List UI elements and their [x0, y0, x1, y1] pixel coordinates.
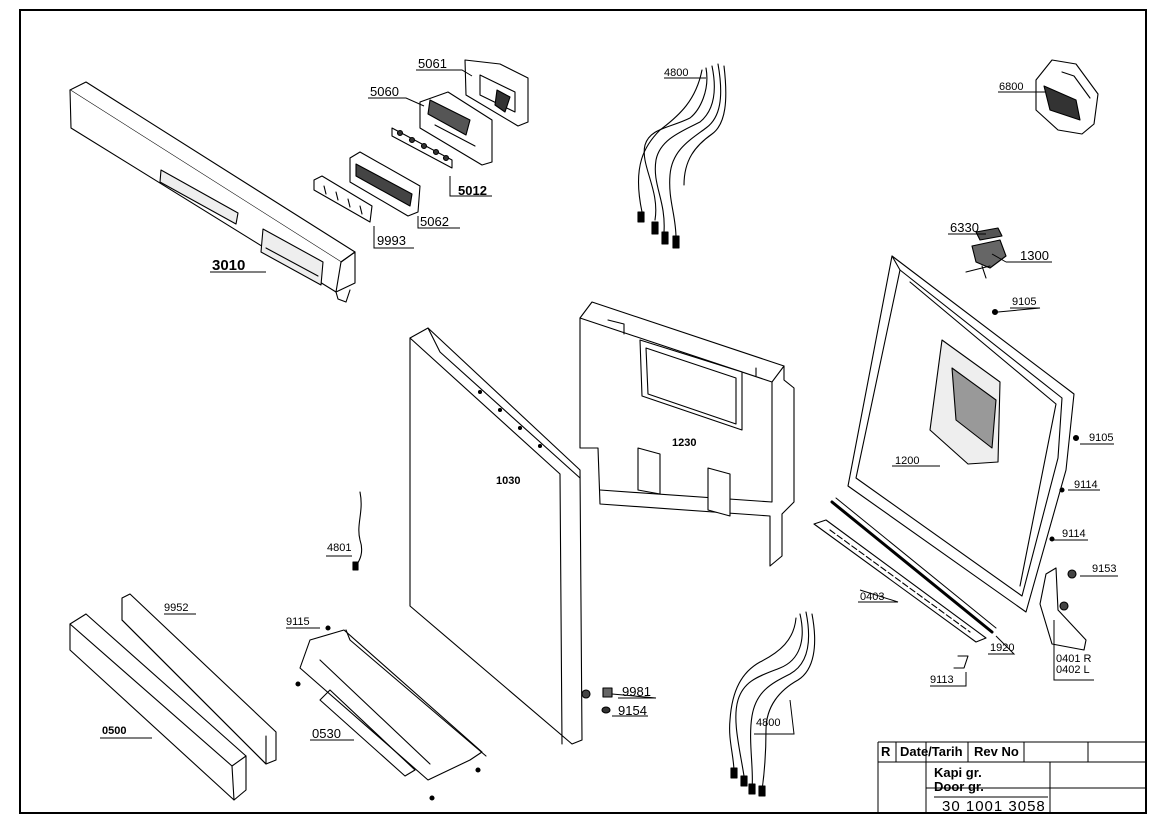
part-label-6800: 6800: [999, 81, 1024, 93]
bracket-rail-part-0530: [295, 625, 487, 801]
insulation-panel-part-1230: [579, 301, 795, 567]
title-block: [877, 741, 1146, 813]
part-label-1030: 1030: [496, 475, 521, 487]
cap-part-9154: [601, 706, 611, 714]
part-label-9981: 9981: [622, 684, 651, 699]
part-label-4800-bottom: 4800: [756, 717, 781, 729]
part-label-9993: 9993: [377, 233, 406, 248]
plinth-part-0500: [69, 613, 247, 801]
part-label-1920: 1920: [990, 642, 1015, 654]
part-label-9114-b: 9114: [1062, 528, 1086, 540]
part-label-9153: 9153: [1092, 563, 1117, 575]
part-label-9105: 9105: [1089, 432, 1114, 444]
control-panel-part-3010: [69, 81, 356, 303]
title-block-name-tr: Kapi gr.: [934, 765, 982, 780]
bracket-part-5061: [464, 59, 529, 127]
part-label-4801: 4801: [327, 542, 352, 554]
leader-lines: [100, 69, 1118, 741]
latch-part-6330-1300: [965, 227, 1007, 279]
part-label-0402: 0402 L: [1056, 664, 1090, 676]
part-label-5012: 5012: [458, 183, 487, 198]
part-label-1300: 1300: [1020, 248, 1049, 263]
button-set-part-9993: [313, 175, 373, 223]
screw-part-9113: [953, 655, 969, 669]
part-label-9115: 9115: [286, 616, 310, 628]
hinge-part-0401-0402: [1039, 567, 1087, 651]
title-block-rev: Rev No: [974, 744, 1019, 759]
cable-harness-part-4800-top: [637, 63, 727, 249]
clip-part-9981: [602, 687, 613, 698]
part-label-9154: 9154: [618, 703, 647, 718]
door-lock-part-6800: [1035, 59, 1099, 135]
part-label-9114-a: 9114: [1074, 479, 1098, 491]
kick-strip-part-9952: [121, 593, 277, 765]
part-label-0401: 0401 R: [1056, 653, 1092, 665]
part-label-5060: 5060: [370, 84, 399, 99]
part-label-5062: 5062: [420, 214, 449, 229]
part-label-1230: 1230: [672, 437, 697, 449]
part-label-9952: 9952: [164, 602, 189, 614]
part-label-1200: 1200: [895, 455, 920, 467]
display-module-part-5062: [349, 151, 421, 217]
part-label-9105-top: 9105: [1012, 296, 1037, 308]
part-label-6330: 6330: [950, 220, 979, 235]
sheet-border: [19, 9, 1147, 814]
part-label-9113: 9113: [930, 674, 954, 686]
outer-door-part-1030: [409, 327, 591, 745]
title-block-number: 30 1001 3058: [942, 798, 1046, 815]
title-block-date: Date/Tarih: [900, 744, 963, 759]
cable-part-4801: [352, 491, 363, 571]
rail-part-0403: [813, 519, 987, 643]
part-label-4800-top: 4800: [664, 67, 689, 79]
part-label-5061: 5061: [418, 56, 447, 71]
title-block-name-en: Door gr.: [934, 779, 984, 794]
gasket-part-1920: [830, 497, 997, 634]
part-label-0500: 0500: [102, 725, 127, 737]
button-strip-part-5012: [391, 127, 453, 169]
part-label-0403: 0403: [860, 591, 885, 603]
inner-door-panel-part-1200: [847, 255, 1080, 613]
part-label-3010: 3010: [212, 257, 246, 274]
title-block-r: R: [881, 744, 891, 759]
cable-harness-part-4800-bottom: [729, 611, 816, 797]
part-label-0530: 0530: [312, 726, 341, 741]
electronic-board-part-5060: [419, 91, 493, 166]
